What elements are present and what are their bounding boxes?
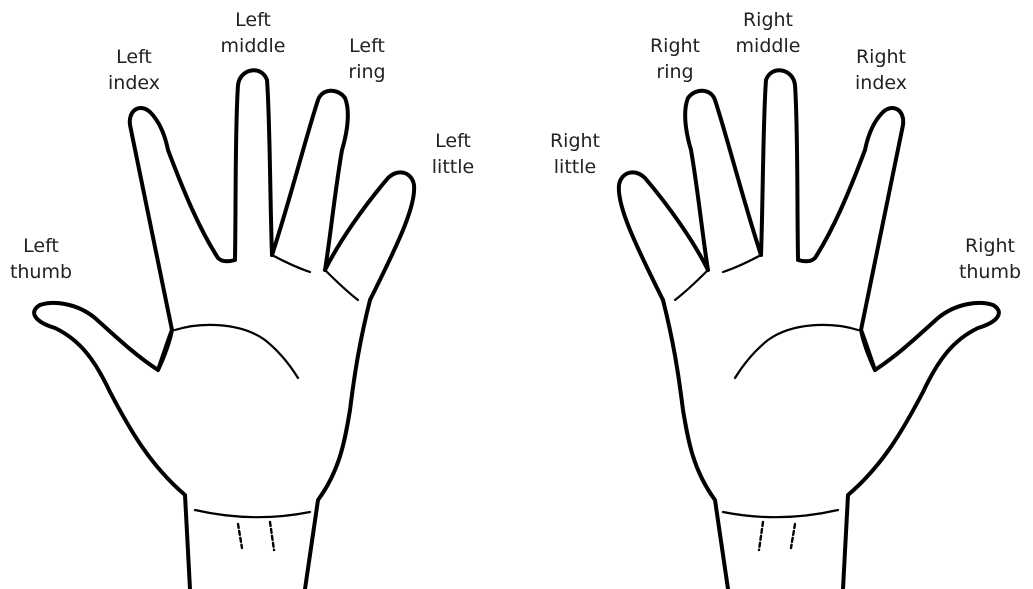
- label-right-ring: Right ring: [640, 33, 710, 85]
- label-left-index: Left index: [102, 44, 166, 96]
- label-right-middle: Right middle: [727, 7, 809, 59]
- right-hand-drawing: [619, 70, 999, 589]
- label-right-thumb: Right thumb: [953, 233, 1027, 285]
- left-hand-drawing: [34, 70, 414, 589]
- label-left-ring: Left ring: [337, 33, 397, 85]
- label-right-index: Right index: [846, 44, 916, 96]
- label-left-little: Left little: [421, 128, 485, 180]
- label-left-middle: Left middle: [212, 7, 294, 59]
- label-left-thumb: Left thumb: [8, 233, 74, 285]
- label-right-little: Right little: [540, 128, 610, 180]
